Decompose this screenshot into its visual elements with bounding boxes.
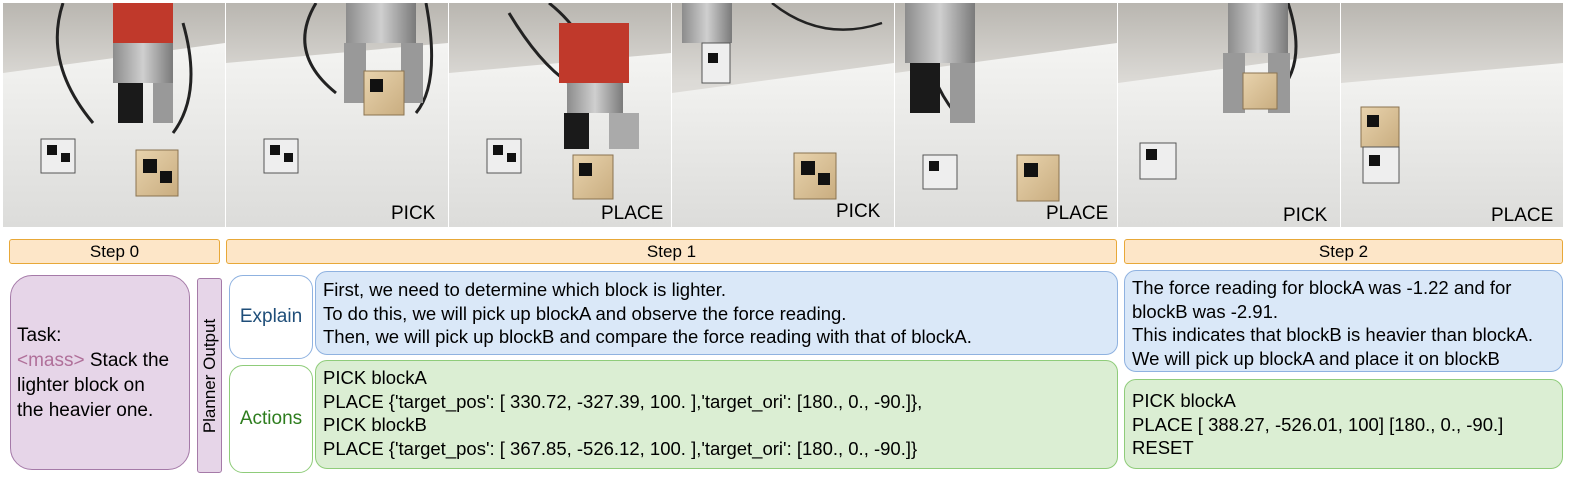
step-2-explain-line: We will pick up blockA and place it on b… <box>1132 347 1500 369</box>
explain-label: Explain <box>239 306 303 327</box>
step-1-action-line: PICK blockA <box>323 367 427 388</box>
step-0-header: Step 0 <box>9 239 220 264</box>
actions-label-box: Actions <box>229 365 313 473</box>
task-box: Task: <mass> Stack the lighter block on … <box>10 275 190 470</box>
scene-frame-2 <box>226 3 448 227</box>
step-2-explain-box: The force reading for blockA was -1.22 a… <box>1124 270 1563 372</box>
place-label-3: PLACE <box>1491 205 1554 226</box>
explain-label-box: Explain <box>229 275 313 359</box>
scene-frame-6: PLACE <box>1118 3 1340 227</box>
pick-label-3: PICK <box>1283 205 1328 226</box>
robot-scene-image <box>449 3 671 227</box>
planner-output-bar: Planner Output <box>197 278 222 473</box>
step-0-label: Step 0 <box>89 241 140 261</box>
task-line-1: <mass> Stack the <box>17 348 185 373</box>
task-line-3: the heavier one. <box>17 399 154 421</box>
robot-scene-image <box>3 3 225 227</box>
robot-scene-image <box>1118 3 1340 227</box>
step-2-action-line: PLACE [ 388.27, -526.01, 100] [180., 0.,… <box>1132 413 1504 435</box>
step-1-action-line: PLACE {'target_pos': [ 330.72, -327.39, … <box>323 390 923 412</box>
place-label-1: PLACE <box>601 203 664 224</box>
step-1-header: Step 1 <box>226 239 1117 264</box>
task-text-first: Stack the <box>89 349 170 371</box>
scene-frame-4: PLACE <box>672 3 894 227</box>
scene-frame-3: PICK <box>449 3 671 227</box>
step-1-explain-line: First, we need to determine which block … <box>323 279 727 300</box>
step-2-explain-line: The force reading for blockA was -1.22 a… <box>1132 277 1512 322</box>
robot-scene-image <box>1341 3 1563 227</box>
robot-scene-image <box>672 3 894 227</box>
pick-label-1: PICK <box>391 203 436 224</box>
scene-frame-7: PICK <box>1341 3 1563 227</box>
robot-scene-image <box>226 3 448 227</box>
task-line-2: lighter block on <box>17 374 145 396</box>
step-2-action-line: RESET <box>1132 437 1194 458</box>
step-1-explain-line: To do this, we will pick up blockA and o… <box>323 302 847 324</box>
pick-label-2: PICK <box>836 201 881 222</box>
step-2-label: Step 2 <box>1318 241 1369 261</box>
place-label-2: PLACE <box>1046 203 1109 224</box>
scene-frame-1 <box>3 3 225 227</box>
mass-tag: <mass> <box>17 349 85 371</box>
robot-scene-image <box>895 3 1117 227</box>
step-2-explain-line: This indicates that blockB is heavier th… <box>1132 324 1534 345</box>
step-1-actions-box: PICK blockA PLACE {'target_pos': [ 330.7… <box>315 360 1118 469</box>
step-1-label: Step 1 <box>646 241 697 261</box>
task-title: Task: <box>17 324 62 346</box>
step-1-action-line: PICK blockB <box>323 414 427 435</box>
planner-output-label: Planner Output <box>199 318 219 433</box>
step-2-actions-box: PICK blockA PLACE [ 388.27, -526.01, 100… <box>1124 379 1563 469</box>
step-1-explain-line: Then, we will pick up blockB and compare… <box>323 326 972 347</box>
actions-label: Actions <box>239 408 303 429</box>
step-1-action-line: PLACE {'target_pos': [ 367.85, -526.12, … <box>323 437 918 459</box>
step-2-header: Step 2 <box>1124 239 1563 264</box>
step-1-explain-box: First, we need to determine which block … <box>315 271 1118 355</box>
step-2-action-line: PICK blockA <box>1132 390 1236 411</box>
scene-frame-5: PICK <box>895 3 1117 227</box>
